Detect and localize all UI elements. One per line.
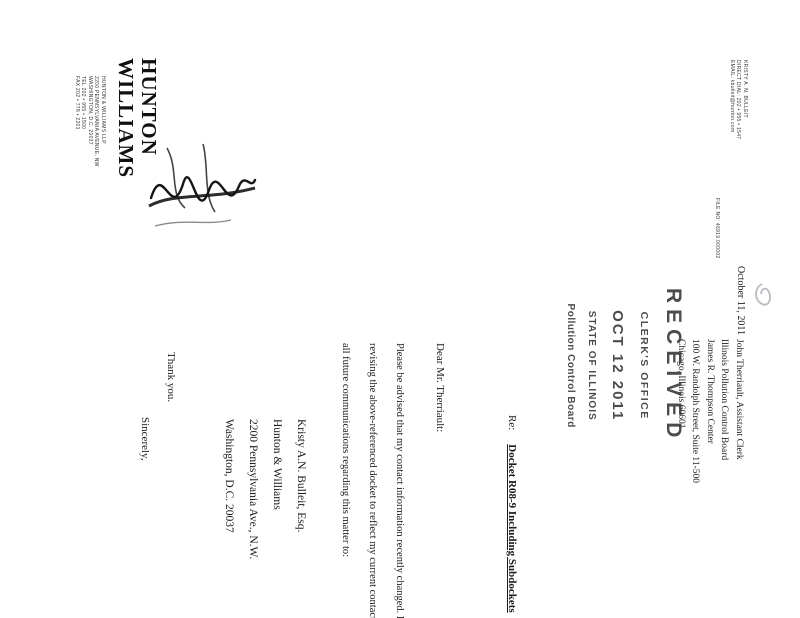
recipient-line: James R. Thompson Center <box>705 339 715 444</box>
recipient-line: Illinois Pollution Control Board <box>719 339 730 461</box>
body-line: Please be advised that my contact inform… <box>394 343 405 618</box>
body-paragraph: Please be advised that my contact inform… <box>332 343 413 618</box>
writer-info-line: KRISTY A. N. BULLEIT <box>742 60 748 118</box>
body-line: all future communications regarding this… <box>340 343 351 558</box>
stamp-board: Pollution Control Board <box>565 303 576 428</box>
paperclip-artifact-icon <box>755 283 772 306</box>
firm-address-line: TEL 202 • 955 • 1500 <box>80 76 87 130</box>
received-stamp: RECEIVED CLERK'S OFFICE OCT 12 2011 STAT… <box>560 288 690 443</box>
contact-line: Kristy A.N. Bulleit, Esq. <box>295 419 307 533</box>
thank-you-line: Thank you. <box>165 352 177 403</box>
signature-scrawl <box>148 143 257 227</box>
letterhead-writer-info: KRISTY A. N. BULLEIT DIRECT DIAL: 202 • … <box>729 60 748 140</box>
body-line: revising the above-referenced docket to … <box>367 343 378 618</box>
firm-address-line: 2200 PENNSYLVANIA AVENUE, NW <box>93 76 100 167</box>
reference-line: Re: Docket R08-9 Including Subdockets <box>506 415 518 613</box>
letterhead-firm-address: HUNTON & WILLIAMS LLP 2200 PENNSYLVANIA … <box>74 76 106 167</box>
stamp-date: OCT 12 2011 <box>609 310 626 422</box>
contact-line: 2200 Pennsylvania Ave., N.W. <box>247 419 259 560</box>
file-no-line: FILE NO: 46919.000002 <box>714 198 720 259</box>
firm-address-line: FAX 202 • 778 • 2201 <box>74 76 80 130</box>
stamp-clerks-office: CLERK'S OFFICE <box>638 311 650 420</box>
writer-info-line: DIRECT DIAL: 202 • 955 • 1547 <box>735 60 742 140</box>
logo-line-2: WILLIAMS <box>114 58 138 179</box>
recipient-line: 100 W. Randolph Street, Suite 11-500 <box>690 339 701 483</box>
contact-block: Kristy A.N. Bulleit, Esq. Hunton & Willi… <box>217 419 313 559</box>
firm-address-line: HUNTON & WILLIAMS LLP <box>100 76 106 144</box>
contact-line: Hunton & Williams <box>271 419 283 510</box>
reference-prefix: Re: <box>506 415 518 431</box>
letterhead-file-no: FILE NO: 46919.000002 <box>714 198 720 259</box>
date-line: October 11, 2011 <box>735 266 746 335</box>
reference-subject: Docket R08-9 Including Subdockets <box>506 444 518 613</box>
recipient-line: John Therriault, Assistant Clerk <box>734 339 744 460</box>
closing-line: Sincerely, <box>139 417 151 461</box>
contact-line: Washington, D.C. 20037 <box>223 419 235 533</box>
writer-info-line: EMAIL: kbulleit@hunton.com <box>729 60 735 133</box>
stamp-received: RECEIVED <box>662 288 685 444</box>
stamp-state: STATE OF ILLINOIS <box>586 310 597 421</box>
salutation: Dear Mr. Therriault: <box>434 343 446 433</box>
